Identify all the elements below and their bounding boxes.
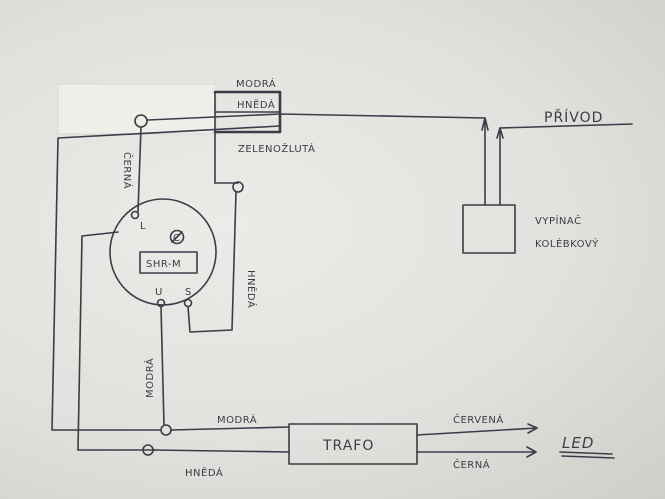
- label-pin-u: U: [155, 287, 163, 298]
- privod-wire: [499, 123, 633, 206]
- label-privod: PŘÍVOD: [544, 109, 603, 126]
- hneda-right-wire: [187, 191, 237, 333]
- supply-wire-hneda: [147, 113, 486, 206]
- label-modra-bottom: MODRÁ: [217, 413, 257, 426]
- label-hneda-bottom: HNĚDÁ: [185, 466, 223, 479]
- hneda-bottom-wire: [152, 449, 290, 453]
- modra-bottom-wire: [170, 426, 290, 431]
- arrow-up-1: [496, 127, 504, 139]
- arrow-down-1: [481, 117, 489, 131]
- label-pin-c: C: [173, 233, 180, 244]
- tape-strip: [57, 83, 217, 135]
- left-loop-wire: [51, 125, 281, 431]
- switch-box: [462, 204, 516, 254]
- label-cerna-bottom: ČERNÁ: [453, 458, 490, 471]
- label-cervena: ČERVENÁ: [453, 413, 504, 426]
- relay-pin-s: [183, 298, 193, 308]
- cervena-wire: [416, 427, 538, 436]
- relay-pin-l: [130, 210, 140, 220]
- transformer-box: [288, 423, 418, 465]
- label-vypinac: VYPÍNAČ: [535, 214, 582, 227]
- relay-c-slash: [171, 231, 183, 243]
- label-pin-s: S: [185, 287, 192, 298]
- led-underline-2: [561, 455, 615, 459]
- label-modra-left: MODRÁ: [143, 358, 156, 398]
- relay-c-circle: [169, 229, 185, 245]
- relay-label-box: [139, 251, 198, 274]
- terminal-circle-bottom-1: [160, 424, 172, 436]
- label-pin-l: L: [140, 221, 146, 232]
- cerna-wire: [137, 126, 142, 213]
- label-cerna-left: ČERNÁ: [121, 152, 134, 189]
- label-trafo: TRAFO: [322, 438, 374, 454]
- label-modra-top: MODRÁ: [236, 77, 276, 90]
- label-hneda-right: HNĚDÁ: [245, 270, 258, 308]
- label-shr: SHR-M: [146, 259, 181, 270]
- label-kolebkovy: KOLÉBKOVÝ: [535, 237, 599, 250]
- modra-down-wire: [160, 306, 165, 426]
- label-zelenozluta: ZELENOŽLUTÁ: [238, 142, 315, 155]
- relay-shr: [109, 198, 217, 306]
- label-led: LED: [562, 434, 594, 452]
- arrow-led-1: [527, 423, 538, 434]
- modra-left-wire: [77, 231, 156, 451]
- label-hneda-top: HNĚDÁ: [237, 98, 275, 111]
- terminal-circle-right: [232, 181, 244, 193]
- led-underline-1: [559, 451, 613, 455]
- arrow-led-2: [526, 446, 537, 458]
